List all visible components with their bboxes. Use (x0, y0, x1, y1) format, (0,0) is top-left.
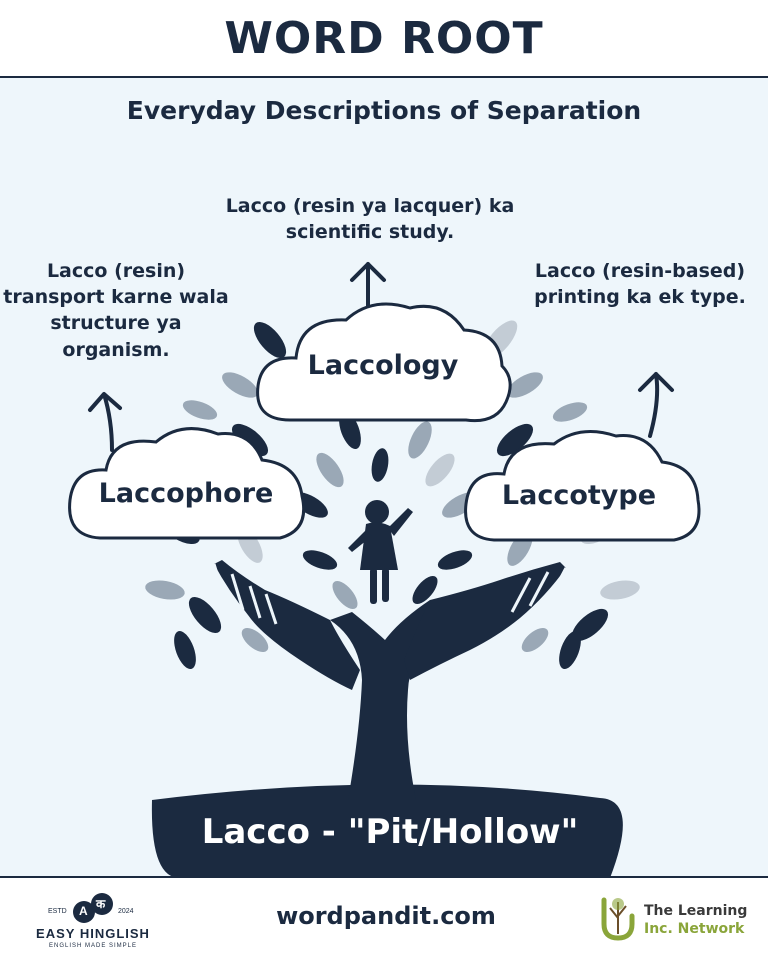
header-bar: WORD ROOT (0, 0, 768, 78)
estd-label: ESTD (48, 908, 67, 915)
leaf (408, 421, 432, 459)
cloud-laccotype (464, 430, 701, 542)
cloud-laccology (256, 302, 512, 423)
definition-laccophore: Lacco (resin) transport karne wala struc… (3, 260, 229, 361)
footer-bar: A क ESTD 2024 EASY HINGLISH ENGLISH MADE… (0, 876, 768, 960)
leaf (571, 608, 609, 642)
trunk (330, 600, 450, 800)
badge-a-letter: A (79, 904, 88, 918)
leaf (496, 423, 534, 457)
leaf (332, 580, 358, 610)
arrow-up-laccophore (88, 392, 122, 452)
learning-network-line2: Inc. Network (644, 921, 745, 938)
website-link[interactable]: wordpandit.com (276, 902, 496, 930)
left-fingers (212, 563, 278, 625)
root-label: Lacco - "Pit/Hollow" (201, 812, 579, 852)
easy-hinglish-tagline: ENGLISH MADE SIMPLE (48, 943, 138, 949)
word-laccotype: Laccotype (501, 480, 657, 511)
leaf (253, 321, 287, 359)
word-laccophore: Laccophore (98, 478, 274, 509)
word-laccology: Laccology (307, 350, 459, 381)
learning-network-name: The Learning Inc. Network (644, 902, 747, 938)
tree-u-icon (601, 897, 635, 941)
arrow-up-laccotype (638, 372, 674, 438)
leaf (231, 423, 269, 457)
leaf (316, 452, 344, 488)
badge-ka-letter: क (96, 897, 106, 911)
definition-laccotype: Lacco (resin-based) printing ka ek type. (534, 260, 746, 309)
leaf (302, 550, 338, 570)
learning-network-logo: The Learning Inc. Network (598, 894, 758, 946)
child-figure (348, 500, 413, 604)
leaf (559, 630, 581, 670)
leaf (425, 453, 455, 487)
right-fingers (510, 567, 568, 613)
leaf (174, 630, 196, 670)
easy-hinglish-name: EASY HINGLISH (36, 926, 150, 941)
subtitle: Everyday Descriptions of Separation (126, 96, 642, 125)
arrow-up-laccology (350, 262, 386, 310)
leaf (521, 628, 549, 652)
arrows (88, 262, 674, 452)
leaf (371, 448, 389, 482)
leaf (145, 580, 185, 600)
leaf (241, 628, 269, 652)
estd-year: 2024 (118, 908, 134, 915)
definition-laccology: Lacco (resin ya lacquer) ka scientific s… (225, 195, 515, 244)
leaf (182, 400, 218, 420)
leaf (507, 372, 543, 398)
page-title: WORD ROOT (224, 12, 544, 64)
leaf (552, 402, 588, 422)
leaf (222, 372, 258, 398)
cloud-laccophore (68, 427, 306, 540)
easy-hinglish-logo: A क ESTD 2024 EASY HINGLISH ENGLISH MADE… (28, 888, 158, 954)
ground (151, 784, 623, 878)
leaf (412, 575, 438, 605)
leaf (188, 596, 222, 634)
leaf (600, 580, 640, 600)
right-hand (404, 562, 566, 680)
learning-network-line1: The Learning (644, 903, 748, 919)
leaf (437, 550, 473, 570)
